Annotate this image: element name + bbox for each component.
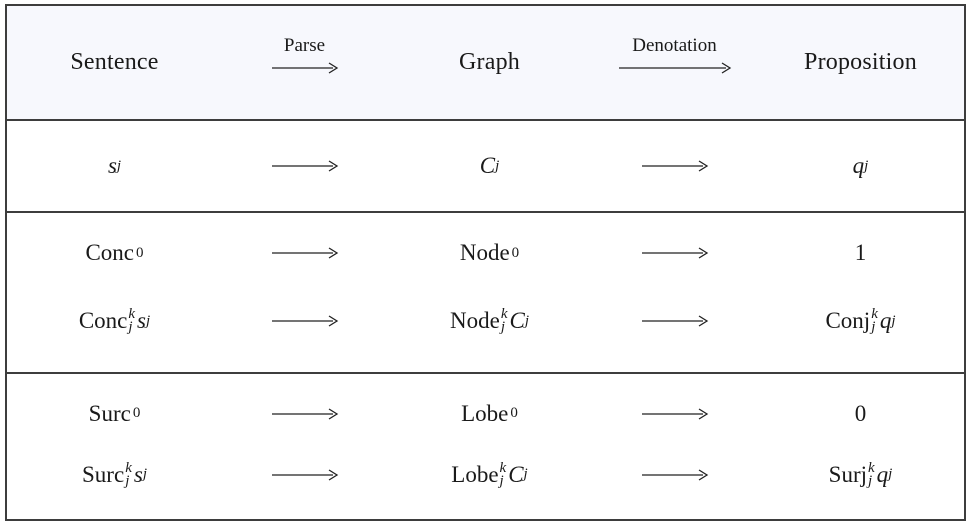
- column-header-sentence: Sentence: [7, 49, 222, 76]
- map-arrow-icon: [641, 160, 708, 172]
- parse-arrow-cell: Parse: [222, 35, 387, 75]
- map-arrow-cell: [222, 468, 387, 482]
- graph-heading: Graph: [459, 49, 520, 75]
- denotation-arrow-icon: [618, 61, 731, 74]
- map-arrow-cell: [222, 246, 387, 260]
- sentence-graph-proposition-table: Sentence Parse Graph Denotation Proposit…: [5, 4, 966, 521]
- column-header-graph: Graph: [387, 49, 592, 76]
- map-arrow-cell: [592, 246, 757, 260]
- denotation-arrow-label: Denotation: [632, 34, 717, 56]
- denotation-arrow-cell: Denotation: [592, 35, 757, 75]
- map-arrow-icon: [641, 247, 708, 259]
- map-arrow-cell: [222, 407, 387, 421]
- parse-arrow-label: Parse: [283, 34, 326, 56]
- map-arrow-cell: [592, 314, 757, 328]
- parse-arrow-icon: [271, 61, 338, 74]
- header-row: Sentence Parse Graph Denotation Proposit…: [7, 6, 964, 119]
- map-arrow-icon: [641, 315, 708, 327]
- map-arrow-cell: [592, 468, 757, 482]
- map-arrow-icon: [271, 247, 338, 259]
- map-arrow-cell: [222, 159, 387, 173]
- proposition-heading: Proposition: [804, 49, 917, 75]
- column-header-proposition: Proposition: [757, 49, 964, 76]
- map-arrow-icon: [271, 315, 338, 327]
- map-arrow-icon: [641, 468, 708, 481]
- map-arrow-cell: [222, 314, 387, 328]
- map-arrow-cell: [592, 407, 757, 421]
- map-arrow-icon: [271, 407, 338, 420]
- proposition-expr: 0: [854, 400, 867, 426]
- map-arrow-icon: [271, 468, 338, 481]
- map-arrow-icon: [641, 407, 708, 420]
- map-arrow-icon: [271, 160, 338, 172]
- map-arrow-cell: [592, 159, 757, 173]
- sentence-heading: Sentence: [70, 49, 159, 75]
- proposition-expr: 1: [854, 240, 867, 265]
